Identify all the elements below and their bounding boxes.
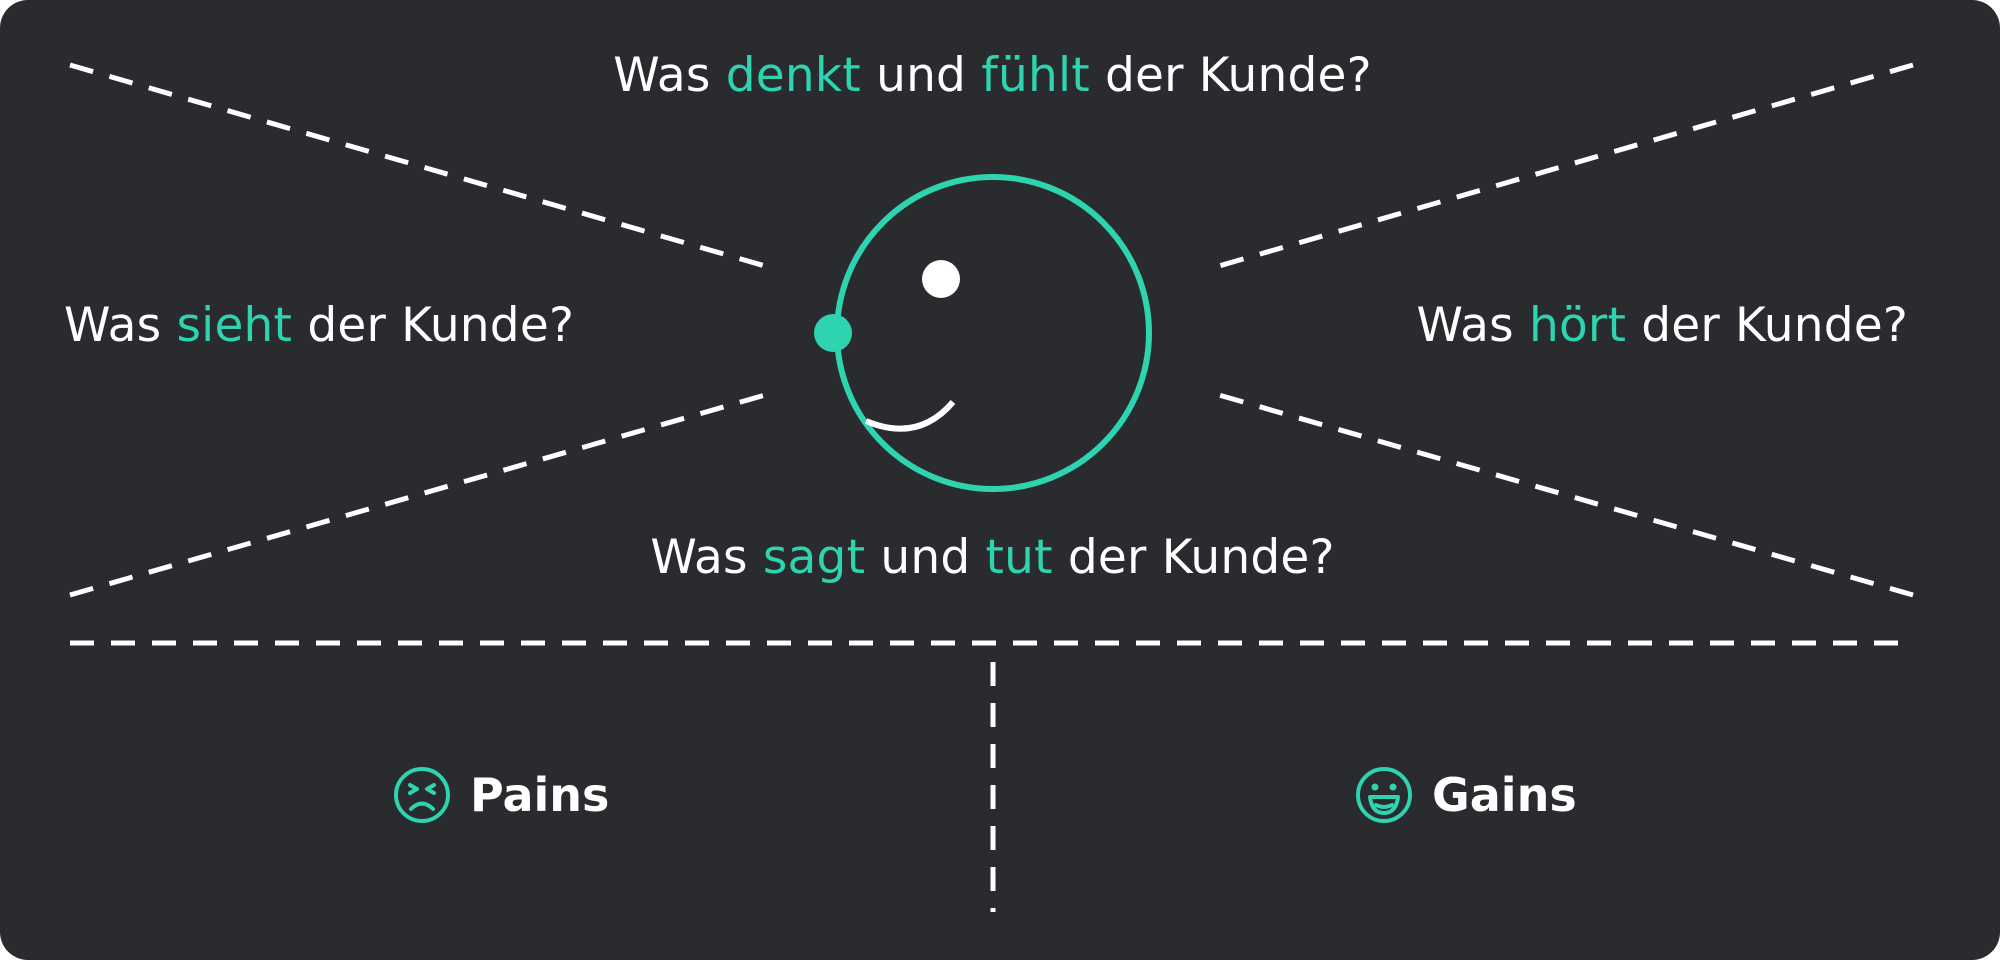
question-thinks-feels: Was denkt und fühlt der Kunde? xyxy=(613,48,1372,103)
gains-label: Gains xyxy=(1432,768,1577,822)
head-eye xyxy=(922,260,960,298)
pains-section: Pains xyxy=(392,762,609,828)
gains-section: Gains xyxy=(1354,762,1577,828)
question-hears: Was hört der Kunde? xyxy=(1416,298,1908,353)
head-outline xyxy=(834,174,1152,492)
question-sees: Was sieht der Kunde? xyxy=(64,298,575,353)
pains-label: Pains xyxy=(470,768,610,822)
head-ear xyxy=(814,314,852,352)
sad-face-icon xyxy=(392,765,452,825)
head-mouth xyxy=(864,400,956,432)
question-says-does: Was sagt und tut der Kunde? xyxy=(650,530,1335,585)
happy-face-icon xyxy=(1354,765,1414,825)
